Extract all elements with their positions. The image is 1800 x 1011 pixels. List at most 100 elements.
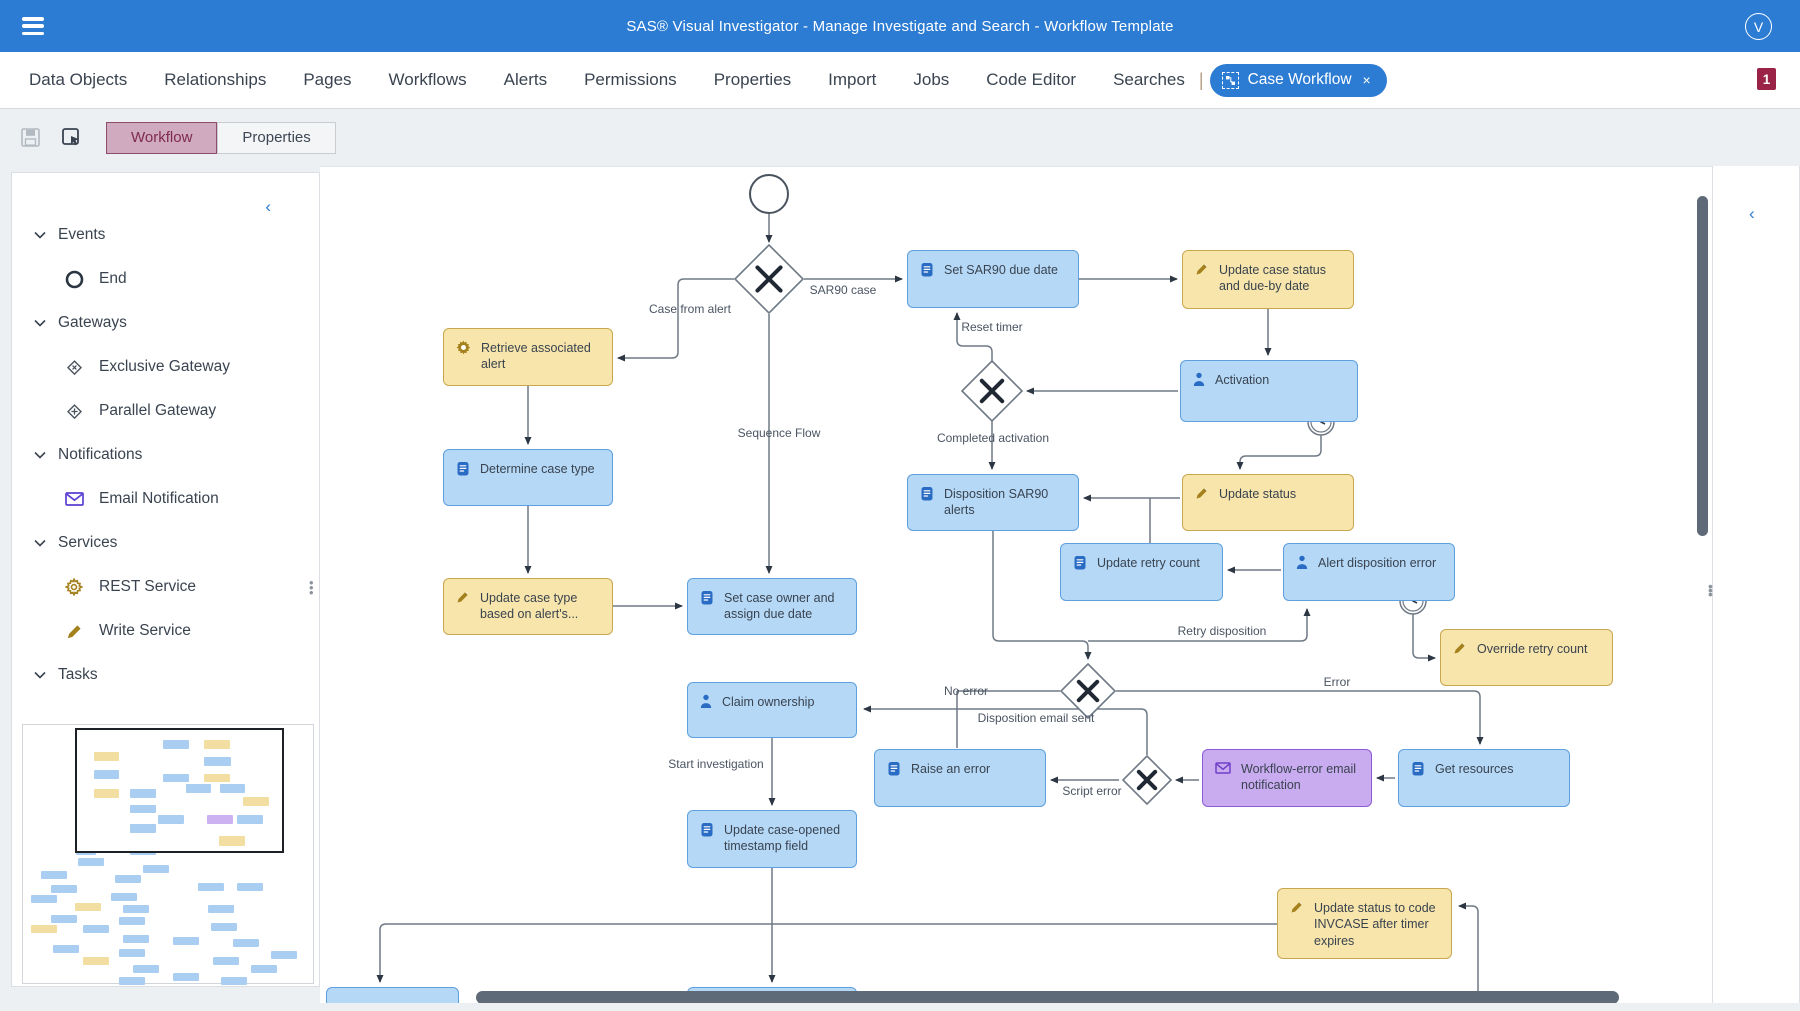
minimap-node — [251, 965, 277, 973]
exclusive-gateway-icon — [64, 358, 84, 377]
minimap-viewport[interactable] — [75, 728, 284, 853]
right-panel-chevron-icon[interactable]: ‹ — [1749, 204, 1755, 223]
user-avatar[interactable]: V — [1745, 13, 1772, 40]
select-export-icon[interactable] — [60, 126, 84, 150]
minimap-node — [53, 945, 79, 953]
sequence-flow-edge[interactable] — [1412, 614, 1436, 662]
palette-item-rest-service[interactable]: REST Service — [12, 565, 319, 609]
palette-item-end[interactable]: End — [12, 257, 319, 301]
node-label: Update case-opened timestamp field — [724, 823, 841, 854]
hamburger-menu-icon[interactable] — [22, 17, 44, 35]
node-workflow-error-email-notification[interactable]: Workflow-error email notification — [1202, 749, 1372, 807]
sequence-flow-edge[interactable] — [953, 312, 993, 361]
node-raise-an-error[interactable]: Raise an error — [874, 749, 1046, 807]
exclusive-gateway[interactable] — [1121, 754, 1173, 806]
sequence-flow-edge[interactable] — [1116, 690, 1484, 745]
tab-case-workflow[interactable]: Case Workflow × — [1209, 63, 1387, 97]
node-set-sar90-due-date[interactable]: Set SAR90 due date — [907, 250, 1079, 308]
nav-item-workflows[interactable]: Workflows — [388, 70, 467, 89]
nav-item-pages[interactable]: Pages — [303, 70, 352, 89]
minimap-node — [207, 814, 233, 824]
exclusive-gateway[interactable] — [1059, 662, 1117, 720]
sequence-flow-edge[interactable] — [1458, 902, 1479, 997]
palette-section-events[interactable]: Events — [12, 213, 319, 257]
sequence-flow-edge[interactable] — [1236, 435, 1322, 470]
nav-item-searches[interactable]: Searches — [1113, 70, 1185, 89]
palette-section-gateways[interactable]: Gateways — [12, 301, 319, 345]
envelope-icon — [64, 492, 84, 506]
minimap-node — [31, 895, 57, 903]
node-update-case-status[interactable]: Update case status and due-by date — [1182, 250, 1354, 309]
palette-item-label: Write Service — [99, 622, 191, 639]
sequence-flow-edge[interactable] — [992, 531, 1092, 660]
node-retrieve-associated-alert[interactable]: Retrieve associated alert — [443, 328, 613, 386]
person-icon — [1193, 371, 1205, 392]
nav-item-permissions[interactable]: Permissions — [584, 70, 677, 89]
node-update-status-invcase[interactable]: Update status to code INVCASE after time… — [1277, 888, 1452, 959]
node-alert-disposition-error[interactable]: Alert disposition error — [1283, 543, 1455, 601]
node-activation[interactable]: Activation — [1180, 360, 1358, 422]
minimap[interactable] — [22, 724, 314, 985]
minimap-node — [213, 957, 239, 965]
script-icon — [920, 485, 934, 507]
notification-badge[interactable]: 1 — [1757, 68, 1776, 90]
exclusive-gateway[interactable] — [733, 243, 805, 315]
node-set-case-owner[interactable]: Set case owner and assign due date — [687, 578, 857, 635]
palette-item-exclusive-gateway[interactable]: Exclusive Gateway — [12, 345, 319, 389]
vertical-scrollbar[interactable] — [1697, 196, 1708, 536]
palette-item-write-service[interactable]: Write Service — [12, 609, 319, 653]
node-override-retry-count[interactable]: Override retry count — [1440, 629, 1613, 686]
close-icon[interactable]: × — [1362, 72, 1371, 88]
minimap-node — [233, 939, 259, 947]
node-partial-node-left[interactable] — [326, 987, 459, 1003]
save-icon[interactable] — [18, 126, 42, 150]
node-update-case-opened-timestamp[interactable]: Update case-opened timestamp field — [687, 810, 857, 868]
sidebar-resize-handle[interactable]: ••• — [309, 575, 314, 600]
horizontal-scrollbar[interactable] — [476, 991, 1619, 1003]
palette-section-services[interactable]: Services — [12, 521, 319, 565]
sequence-flow-edge[interactable] — [376, 923, 1277, 983]
exclusive-gateway[interactable] — [960, 359, 1024, 423]
start-event[interactable] — [749, 174, 789, 214]
workflow-selection-icon — [1221, 71, 1239, 89]
pencil-icon — [1195, 485, 1209, 505]
node-claim-ownership[interactable]: Claim ownership — [687, 682, 857, 738]
palette-item-email-notification[interactable]: Email Notification — [12, 477, 319, 521]
script-icon — [700, 589, 714, 611]
node-update-retry-count[interactable]: Update retry count — [1060, 543, 1223, 601]
nav-item-properties[interactable]: Properties — [713, 70, 792, 89]
minimap-node — [173, 973, 199, 981]
nav-item-code-editor[interactable]: Code Editor — [986, 70, 1077, 89]
sidebar-collapse-chevron-icon[interactable]: ‹ — [265, 197, 271, 216]
palette-section-notifications[interactable]: Notifications — [12, 433, 319, 477]
node-update-status[interactable]: Update status — [1182, 474, 1354, 531]
node-get-resources[interactable]: Get resources — [1398, 749, 1570, 807]
palette-section-tasks[interactable]: Tasks — [12, 653, 319, 697]
sequence-flow-edge[interactable] — [617, 278, 734, 362]
nav-item-jobs[interactable]: Jobs — [913, 70, 950, 89]
node-update-case-type[interactable]: Update case type based on alert's... — [443, 578, 613, 635]
minimap-node — [204, 756, 231, 767]
pencil-icon — [64, 623, 84, 640]
node-disposition-sar90-alerts[interactable]: Disposition SAR90 alerts — [907, 474, 1079, 531]
node-determine-case-type[interactable]: Determine case type — [443, 449, 613, 506]
script-icon — [887, 760, 901, 782]
edge-label: Reset timer — [961, 320, 1023, 334]
pencil-icon — [1290, 899, 1304, 919]
palette-item-label: Parallel Gateway — [99, 402, 217, 419]
nav-item-relationships[interactable]: Relationships — [164, 70, 267, 89]
chevron-down-icon — [34, 534, 46, 552]
view-tab-workflow[interactable]: Workflow — [106, 121, 218, 154]
sequence-flow-edge[interactable] — [1088, 608, 1311, 642]
chevron-down-icon — [34, 446, 46, 464]
palette-section-label: Gateways — [58, 314, 127, 331]
nav-item-import[interactable]: Import — [828, 70, 877, 89]
nav-item-data-objects[interactable]: Data Objects — [29, 70, 128, 89]
nav-item-alerts[interactable]: Alerts — [503, 70, 548, 89]
right-panel-resize-handle[interactable]: ••• — [1708, 578, 1713, 602]
palette-item-parallel-gateway[interactable]: Parallel Gateway — [12, 389, 319, 433]
edge-label: SAR90 case — [809, 283, 877, 297]
workflow-canvas[interactable]: Set SAR90 due date Update case status and… — [320, 166, 1712, 1003]
sequence-flow-edge[interactable] — [1062, 708, 1148, 755]
view-tab-properties[interactable]: Properties — [217, 121, 336, 154]
